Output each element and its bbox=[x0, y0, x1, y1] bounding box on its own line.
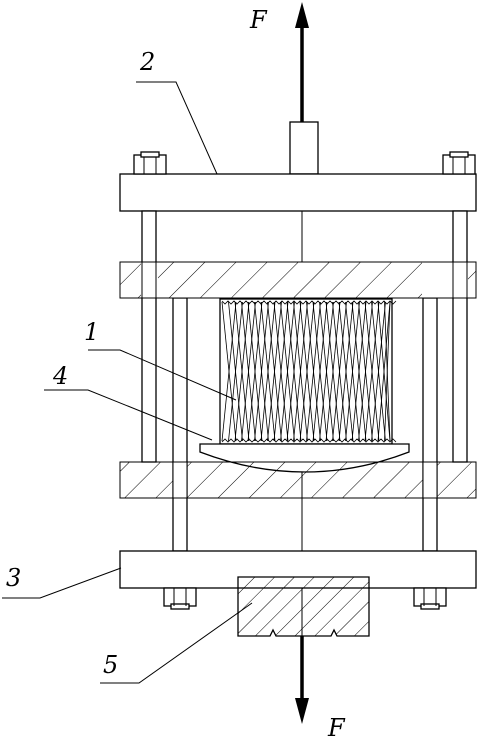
fiber-strand bbox=[293, 301, 308, 442]
grip-serration bbox=[221, 438, 397, 443]
fiber-strand bbox=[228, 301, 243, 442]
fiber-strand bbox=[247, 301, 263, 442]
fiber-strand bbox=[280, 301, 295, 442]
bottom-right-nut bbox=[413, 587, 447, 610]
top-left-nut bbox=[133, 151, 167, 175]
fiber-strand bbox=[267, 301, 282, 442]
force-label-top: F bbox=[249, 6, 268, 34]
leader-2 bbox=[136, 81, 218, 175]
leader-3 bbox=[2, 567, 122, 599]
top-plate bbox=[119, 173, 477, 212]
bottom-left-nut bbox=[163, 587, 197, 610]
leader-1 bbox=[88, 349, 237, 401]
top-right-nut bbox=[442, 151, 476, 175]
upper-clamp-plate bbox=[119, 261, 477, 299]
top-force-arrow bbox=[295, 2, 309, 122]
fiber-strand bbox=[325, 301, 341, 442]
fiber-strand bbox=[254, 301, 269, 442]
fiber-strand bbox=[364, 301, 380, 442]
fiber-strand bbox=[260, 301, 276, 442]
part-label-5: 5 bbox=[103, 651, 118, 679]
left-inner-tie-rod bbox=[172, 297, 188, 552]
fiber-strand bbox=[384, 301, 391, 442]
force-label-bottom: F bbox=[327, 714, 346, 738]
fiber-strand bbox=[351, 301, 367, 442]
right-inner-tie-rod bbox=[422, 297, 438, 552]
fiber-strand bbox=[241, 301, 256, 442]
fiber-strand bbox=[273, 301, 289, 442]
fiber-strand bbox=[286, 301, 302, 442]
part-label-4: 4 bbox=[52, 362, 68, 390]
fiber-strand bbox=[221, 301, 237, 442]
leader-5 bbox=[100, 602, 253, 684]
bottom-force-arrow bbox=[295, 636, 309, 724]
base-block bbox=[237, 576, 370, 637]
right-outer-tie-rod bbox=[452, 210, 468, 463]
fiber-strand bbox=[319, 301, 334, 442]
fiber-strand bbox=[371, 301, 386, 442]
fiber-strand bbox=[345, 301, 360, 442]
leader-4 bbox=[44, 389, 213, 441]
lower-clamp-plate bbox=[119, 461, 477, 499]
left-outer-tie-rod bbox=[141, 210, 157, 463]
bottom-plate bbox=[119, 550, 477, 589]
specimen bbox=[219, 298, 397, 445]
fiber-strand bbox=[358, 301, 373, 442]
grip-serration bbox=[221, 300, 397, 305]
fiber-strand bbox=[299, 301, 315, 442]
fiber-strand bbox=[306, 301, 321, 442]
top-pull-rod bbox=[289, 121, 319, 175]
fiber-strand bbox=[338, 301, 354, 442]
fiber-strand bbox=[377, 301, 391, 442]
fiber-strand bbox=[312, 301, 328, 442]
part-label-2: 2 bbox=[139, 48, 155, 76]
part-label-1: 1 bbox=[84, 318, 99, 346]
fiber-strand bbox=[332, 301, 347, 442]
part-label-3: 3 bbox=[6, 564, 21, 592]
fiber-strand bbox=[234, 301, 250, 442]
